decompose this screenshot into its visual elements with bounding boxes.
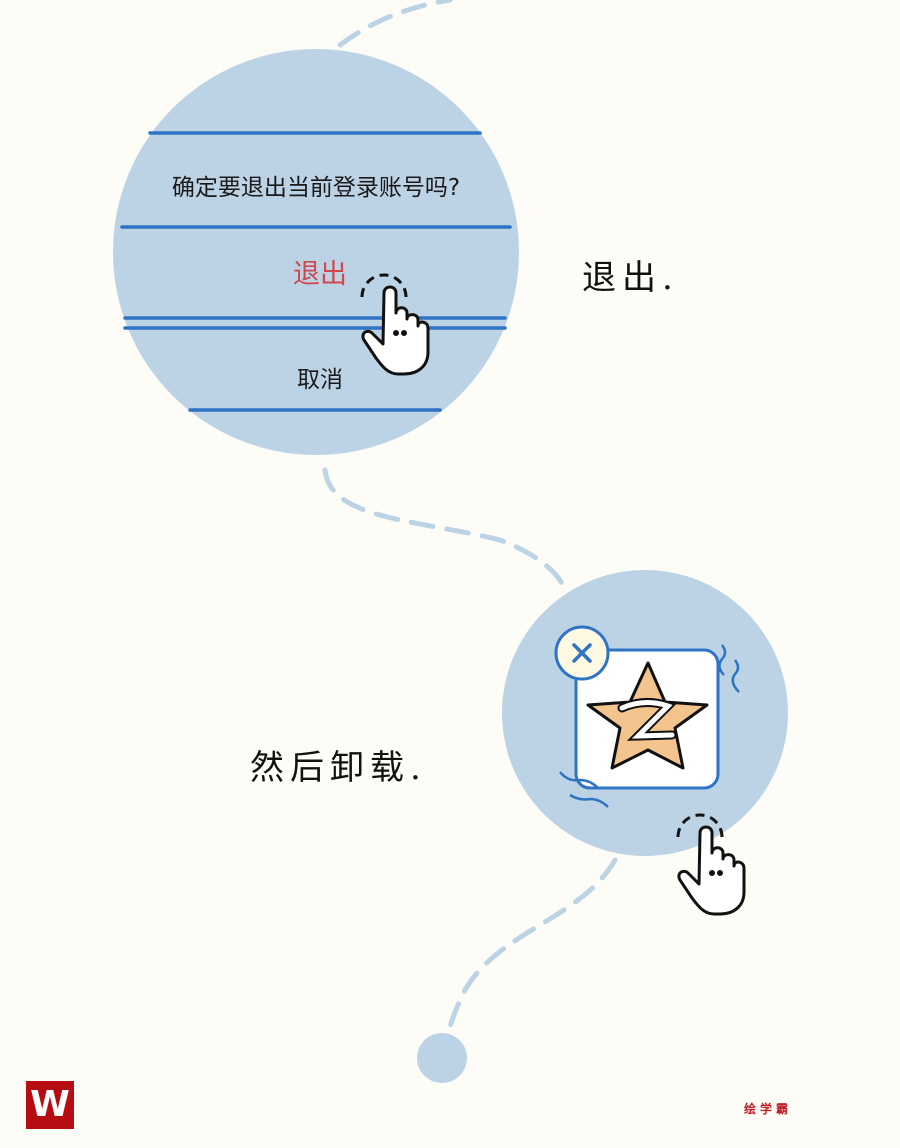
dashed-path: [445, 857, 618, 1038]
caption-logout: 退出.: [582, 258, 679, 298]
hand-pointer-icon: [360, 273, 430, 376]
hand-pointer-icon: [676, 813, 746, 916]
dashed-path: [322, 467, 568, 593]
dialog-prompt: 确定要退出当前登录账号吗?: [171, 175, 461, 201]
logo: [26, 1081, 74, 1129]
logo-letter: W: [30, 1084, 70, 1125]
shake-lines: [559, 644, 740, 808]
caption-uninstall: 然后卸载.: [250, 748, 427, 788]
dashed-path: [337, 0, 453, 48]
close-icon: [554, 625, 610, 681]
qq-zone-star-icon: [586, 661, 709, 770]
brand-name: 绘学霸: [744, 1102, 793, 1116]
confirm-logout-button[interactable]: 退出: [293, 259, 347, 290]
cancel-button[interactable]: 取消: [297, 367, 343, 393]
end-dot: [417, 1033, 467, 1083]
